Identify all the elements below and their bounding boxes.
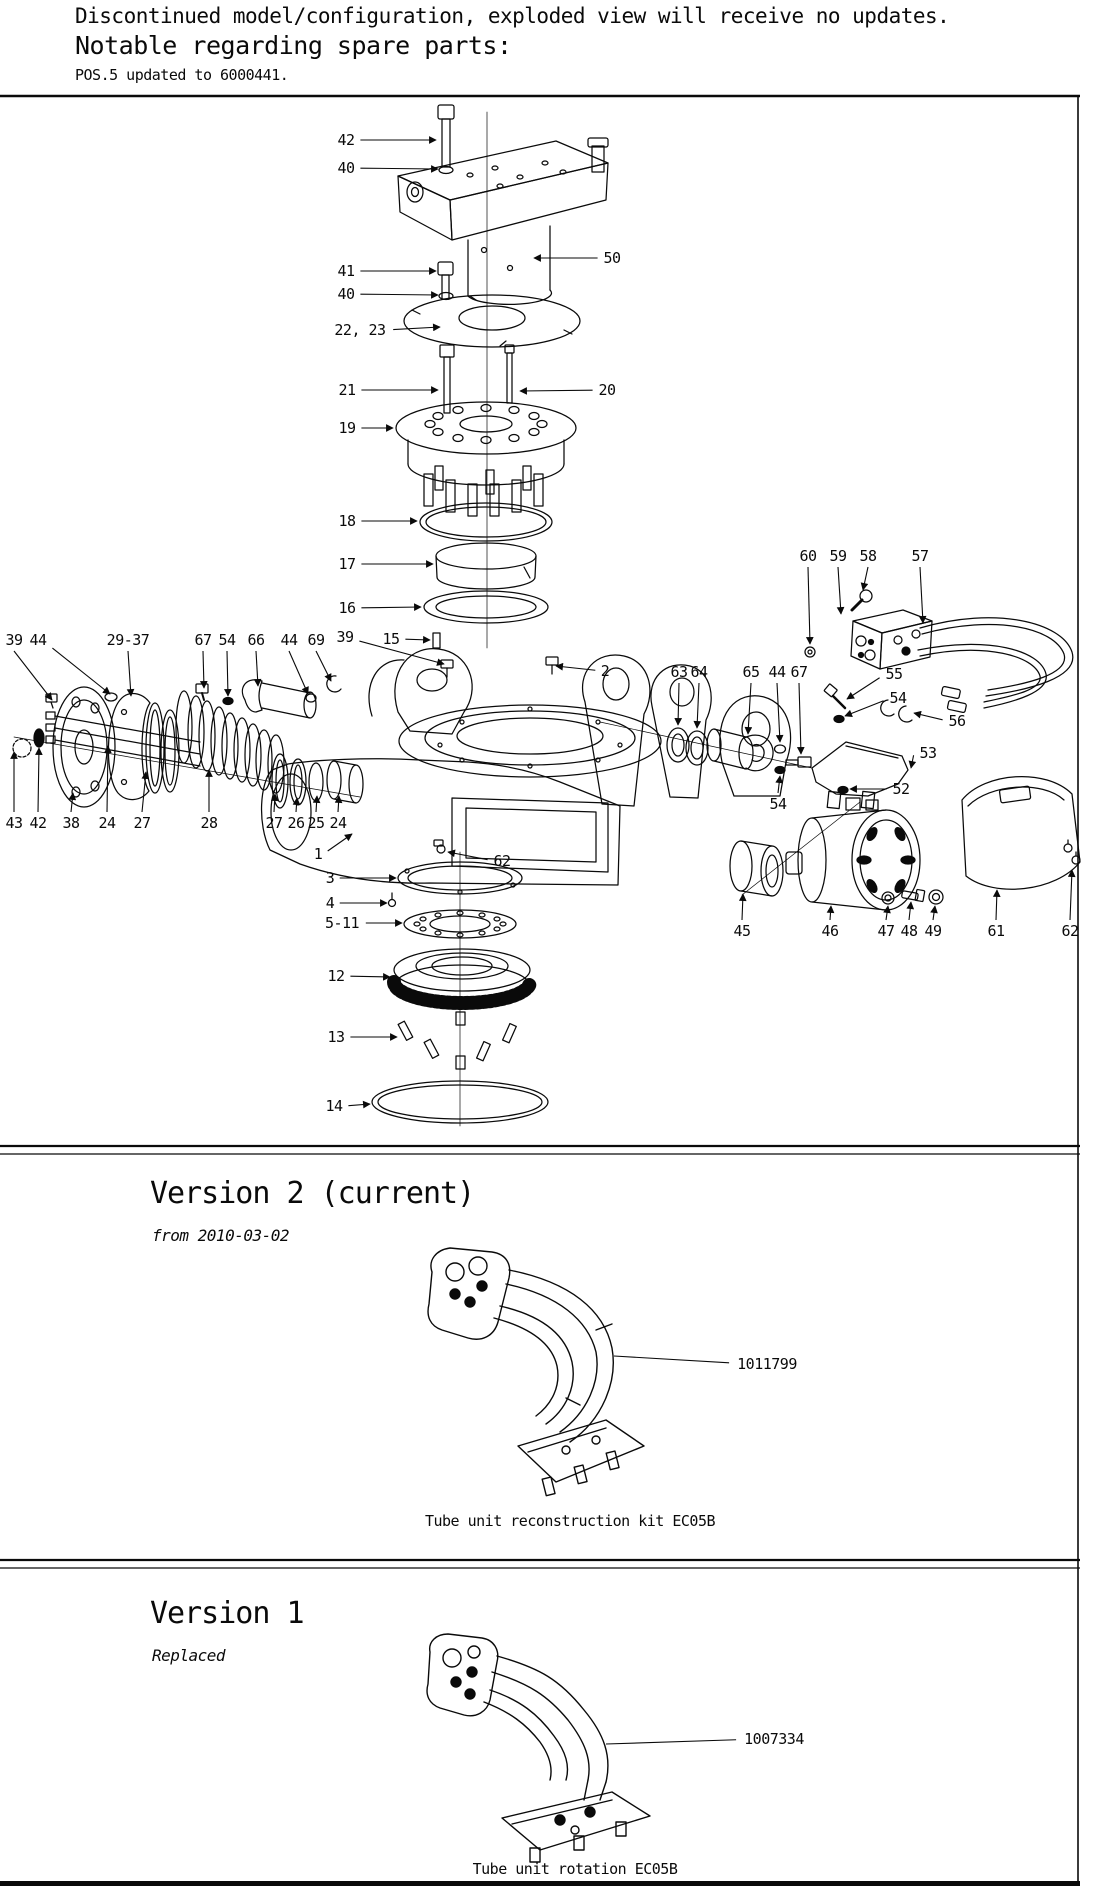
part-callout-49: 49 xyxy=(924,922,942,940)
part-callout-46: 46 xyxy=(821,922,839,940)
part-callout-61: 61 xyxy=(987,922,1005,940)
part-callout-67: 67 xyxy=(194,631,212,649)
part-callout-16: 16 xyxy=(338,599,356,617)
part-callout-41: 41 xyxy=(337,262,355,280)
part-callout-56: 56 xyxy=(948,712,966,730)
part-callout-44: 44 xyxy=(768,663,786,681)
part-callout-55: 55 xyxy=(885,665,903,683)
part-callout-1011799: 1011799 xyxy=(737,1355,797,1373)
part-callout-40: 40 xyxy=(337,159,355,177)
part-callout-44: 44 xyxy=(280,631,298,649)
part-callout-27: 27 xyxy=(133,814,151,832)
part-callout-27: 27 xyxy=(265,814,283,832)
part-callout-38: 38 xyxy=(62,814,80,832)
part-callout-52: 52 xyxy=(892,780,910,798)
part-callout-12: 12 xyxy=(327,967,345,985)
part-callout-42: 42 xyxy=(337,131,355,149)
part-callout-64: 64 xyxy=(690,663,708,681)
part-callout-62: 62 xyxy=(493,852,511,870)
part-callout-24: 24 xyxy=(98,814,116,832)
part-callout-65: 65 xyxy=(742,663,760,681)
part-callout-47: 47 xyxy=(877,922,895,940)
part-callout-54: 54 xyxy=(889,689,907,707)
part-callout-54: 54 xyxy=(218,631,236,649)
part-callout-60: 60 xyxy=(799,547,817,565)
part-callout-19: 19 xyxy=(338,419,356,437)
part-callout-1007334: 1007334 xyxy=(744,1730,804,1748)
part-callout-24: 24 xyxy=(329,814,347,832)
part-callout-53: 53 xyxy=(919,744,937,762)
part-callout-45: 45 xyxy=(733,922,751,940)
part-callout-69: 69 xyxy=(307,631,325,649)
part-callout-29-37: 29-37 xyxy=(106,631,150,649)
part-callout-1: 1 xyxy=(313,845,323,863)
part-callout-48: 48 xyxy=(900,922,918,940)
notice-pos-update: POS.5 updated to 6000441. xyxy=(75,66,289,84)
part-callout-59: 59 xyxy=(829,547,847,565)
part-callout-5-11: 5-11 xyxy=(324,914,360,932)
part-callout-26: 26 xyxy=(287,814,305,832)
callout-leader-lines xyxy=(10,136,1076,1745)
part-callout-2223: 22, 23 xyxy=(334,321,386,339)
part-callout-25: 25 xyxy=(307,814,325,832)
version1-caption: Tube unit rotation EC05B xyxy=(472,1860,678,1878)
part-callout-28: 28 xyxy=(200,814,218,832)
part-callout-42: 42 xyxy=(29,814,47,832)
part-callout-15: 15 xyxy=(382,630,400,648)
part-callout-20: 20 xyxy=(598,381,616,399)
part-callout-54: 54 xyxy=(769,795,787,813)
part-callout-4: 4 xyxy=(325,894,335,912)
notice-discontinued: Discontinued model/configuration, explod… xyxy=(75,4,950,28)
part-callout-58: 58 xyxy=(859,547,877,565)
version2-subtitle: from 2010-03-02 xyxy=(152,1226,290,1245)
version1-subtitle: Replaced xyxy=(152,1646,226,1665)
part-callout-39: 39 xyxy=(5,631,23,649)
part-callout-50: 50 xyxy=(603,249,621,267)
notice-spare-parts: Notable regarding spare parts: xyxy=(75,31,512,60)
part-callout-2: 2 xyxy=(600,662,610,680)
part-callout-67: 67 xyxy=(790,663,808,681)
part-callout-62: 62 xyxy=(1061,922,1079,940)
version1-title: Version 1 xyxy=(150,1596,305,1631)
part-callout-21: 21 xyxy=(338,381,356,399)
part-callout-3: 3 xyxy=(325,869,335,887)
version2-title: Version 2 (current) xyxy=(150,1176,475,1211)
exploded-assembly-art xyxy=(12,104,1081,1127)
part-callout-63: 63 xyxy=(670,663,688,681)
version2-caption: Tube unit reconstruction kit EC05B xyxy=(424,1512,716,1530)
part-callout-14: 14 xyxy=(325,1097,343,1115)
version2-tube-art xyxy=(427,1247,645,1497)
part-callout-39: 39 xyxy=(336,628,354,646)
part-callout-66: 66 xyxy=(247,631,265,649)
part-callout-57: 57 xyxy=(911,547,929,565)
part-callout-13: 13 xyxy=(327,1028,345,1046)
part-callout-44: 44 xyxy=(29,631,47,649)
part-callout-40: 40 xyxy=(337,285,355,303)
frame-rules xyxy=(0,94,1080,1886)
version1-tube-art xyxy=(426,1633,651,1863)
part-callout-17: 17 xyxy=(338,555,356,573)
part-callout-43: 43 xyxy=(5,814,23,832)
part-callout-18: 18 xyxy=(338,512,356,530)
